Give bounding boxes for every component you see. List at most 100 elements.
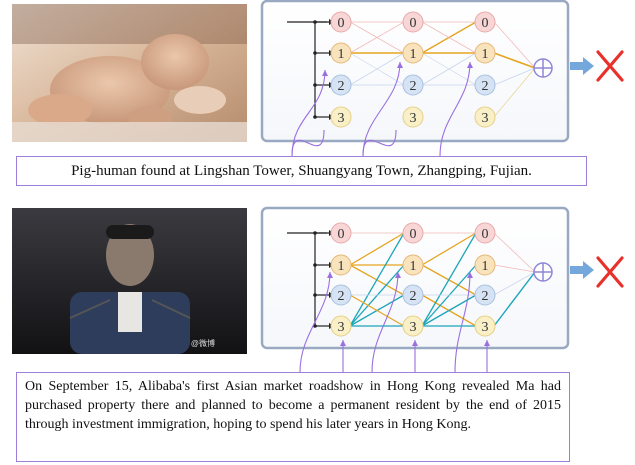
junction-dot — [313, 324, 317, 328]
caption-pointer — [362, 129, 397, 157]
node-label: 1 — [410, 47, 417, 62]
node-label: 3 — [410, 111, 417, 126]
node-label: 0 — [410, 16, 417, 31]
pointer-arrowhead — [322, 70, 328, 76]
output-edge — [493, 232, 536, 273]
pointer-arrowhead — [397, 62, 403, 68]
network-node — [402, 11, 424, 33]
network-edge — [349, 232, 405, 327]
output-edge — [493, 271, 536, 296]
node-label: 3 — [482, 320, 489, 335]
network-edge — [421, 232, 477, 327]
node-label: 2 — [338, 289, 345, 304]
caption-box-2: On September 15, Alibaba's first Asian m… — [16, 372, 570, 462]
network-node — [402, 254, 424, 276]
caption-pointers-2 — [299, 271, 490, 373]
network-panel-1 — [260, 0, 570, 143]
red-x-icon — [596, 256, 624, 288]
node-label: 3 — [410, 320, 417, 335]
photo-watermark: @微博 — [191, 338, 215, 348]
output-arrow — [570, 57, 594, 75]
node-label: 1 — [410, 259, 417, 274]
pointer-arrowhead — [467, 272, 473, 278]
junction-dot — [313, 51, 317, 55]
node-label: 2 — [410, 289, 417, 304]
output-edge — [493, 52, 536, 69]
pointer-arrowhead — [412, 340, 418, 346]
node-label: 3 — [338, 320, 345, 335]
caption-pointer — [299, 271, 331, 373]
network-node — [474, 222, 496, 244]
network-edge — [349, 294, 405, 327]
network-node — [330, 11, 352, 33]
output-edge — [493, 271, 536, 327]
junction-dot — [313, 293, 317, 297]
caption-text-1: Pig-human found at Lingshan Tower, Shuan… — [71, 163, 532, 179]
speaker-photo: @微博 — [12, 208, 247, 354]
node-label: 2 — [410, 79, 417, 94]
network-node — [330, 74, 352, 96]
caption-pointer — [439, 61, 471, 157]
caption-pointer — [371, 271, 399, 373]
network-node — [402, 315, 424, 337]
network-node — [330, 106, 352, 128]
output-edge — [493, 67, 536, 118]
caption-pointer — [454, 271, 471, 373]
network-node — [402, 74, 424, 96]
network-edge — [421, 21, 477, 54]
network-node — [330, 315, 352, 337]
network-graph-1: 0 1 2 3 0 1 2 3 0 1 2 3 — [287, 11, 536, 128]
network-node — [474, 106, 496, 128]
plus-circle-icon — [533, 262, 553, 282]
node-label: 3 — [482, 111, 489, 126]
plus-circle-icon — [533, 58, 553, 78]
network-node — [474, 254, 496, 276]
pointer-arrowhead — [327, 272, 333, 278]
network-node — [402, 106, 424, 128]
node-label: 0 — [482, 16, 489, 31]
node-label: 1 — [482, 47, 489, 62]
network-edge — [349, 21, 405, 54]
node-label: 0 — [338, 16, 345, 31]
network-edge — [349, 232, 405, 266]
network-node — [474, 284, 496, 306]
network-node — [402, 284, 424, 306]
network-edge — [421, 264, 477, 327]
caption-text-2: On September 15, Alibaba's first Asian m… — [25, 379, 561, 432]
output-edge — [493, 21, 536, 69]
node-label: 1 — [482, 259, 489, 274]
junction-dot — [313, 20, 317, 24]
network-node — [474, 74, 496, 96]
node-label: 3 — [338, 111, 345, 126]
network-edge — [421, 52, 477, 86]
junction-dot — [313, 231, 317, 235]
caption-pointer — [291, 129, 325, 157]
network-edge — [421, 232, 477, 266]
output-edge — [493, 67, 536, 86]
network-node — [330, 42, 352, 64]
network-node — [474, 11, 496, 33]
network-node — [474, 42, 496, 64]
network-node — [402, 42, 424, 64]
node-label: 1 — [338, 47, 345, 62]
network-edge — [349, 52, 405, 86]
pointer-arrowhead — [467, 62, 473, 68]
node-label: 0 — [338, 227, 345, 242]
output-arrow — [570, 261, 594, 279]
red-x-icon — [596, 50, 624, 82]
network-node — [330, 254, 352, 276]
node-label: 0 — [410, 227, 417, 242]
network-node — [330, 222, 352, 244]
network-edge — [349, 264, 405, 327]
node-label: 1 — [338, 259, 345, 274]
node-label: 0 — [482, 227, 489, 242]
pig-human-photo — [12, 4, 247, 142]
pointer-arrowhead — [340, 340, 346, 346]
node-label: 2 — [338, 79, 345, 94]
output-edge — [493, 264, 536, 273]
junction-dot — [313, 115, 317, 119]
junction-dot — [313, 263, 317, 267]
node-label: 2 — [482, 79, 489, 94]
caption-pointers-1 — [291, 61, 473, 157]
